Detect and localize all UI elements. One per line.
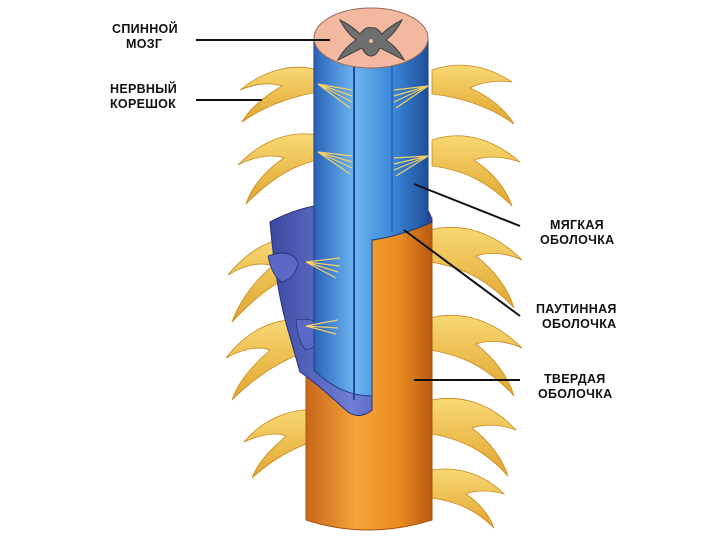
leader-lines (196, 39, 521, 381)
leader-pia-mater (413, 183, 521, 227)
label-arachnoid-line2: ОБОЛОЧКА (542, 317, 617, 331)
label-arachnoid-line1: ПАУТИННАЯ (536, 302, 617, 316)
arachnoid-fold-1 (267, 252, 299, 283)
label-nerve-root: НЕРВНЫЙ КОРЕШОК (110, 82, 177, 112)
label-nerve-root-line2: КОРЕШОК (110, 97, 177, 111)
label-pia-mater-line1: МЯГКАЯ (550, 218, 604, 232)
nerve-left-2 (237, 133, 319, 205)
label-pia-mater-line2: ОБОЛОЧКА (540, 233, 615, 247)
label-nerve-root-line1: НЕРВНЫЙ (110, 82, 178, 96)
nerve-right-1 (431, 64, 515, 125)
nerve-right-6 (431, 468, 506, 529)
nerve-rootlets (305, 83, 429, 335)
label-dura-mater-line1: ТВЕРДАЯ (544, 372, 606, 386)
label-dura-mater: ТВЕРДАЯ ОБОЛОЧКА (538, 372, 612, 402)
label-pia-mater: МЯГКАЯ ОБОЛОЧКА (540, 218, 614, 248)
label-spinal-cord: СПИННОЙ МОЗГ (112, 22, 178, 52)
nerve-right-4 (429, 315, 523, 397)
nerve-left-1 (239, 66, 319, 123)
leader-arachnoid (403, 229, 521, 317)
label-spinal-cord-line1: СПИННОЙ (112, 22, 178, 36)
central-canal (369, 39, 373, 43)
label-dura-mater-line2: ОБОЛОЧКА (538, 387, 613, 401)
nerve-left-5 (243, 409, 319, 479)
label-spinal-cord-line2: МОЗГ (126, 37, 163, 51)
nerve-left-4 (225, 319, 306, 401)
nerve-right-5 (431, 397, 517, 477)
nerve-right-3 (429, 227, 523, 309)
label-arachnoid: ПАУТИННАЯ ОБОЛОЧКА (536, 302, 617, 332)
pia-mater-column (313, 37, 429, 397)
nerve-right-2 (431, 135, 521, 207)
